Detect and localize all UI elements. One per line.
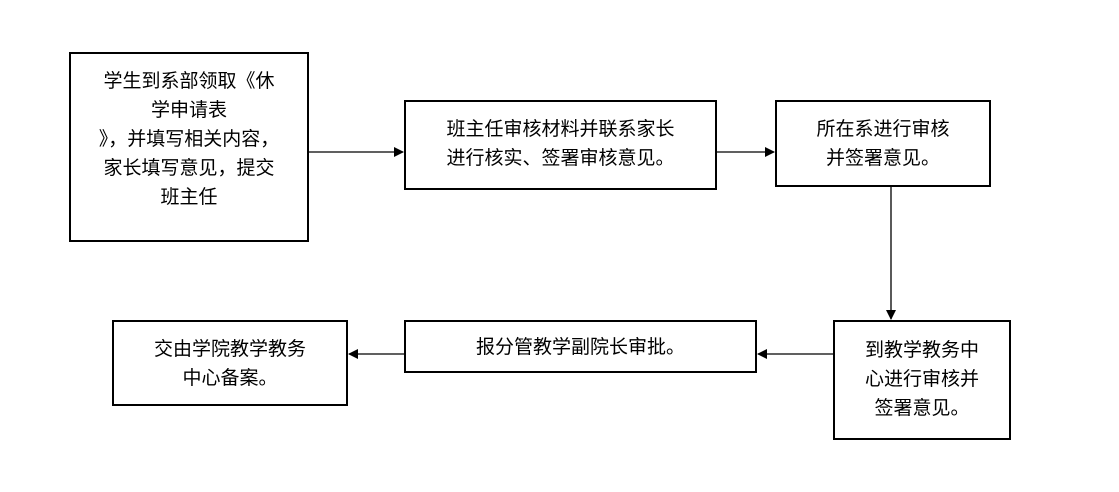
step-text-line: 学申请表: [150, 99, 227, 121]
step-text-line: 班主任审核材料并联系家长: [446, 118, 675, 140]
step-text-line: 班主任: [160, 186, 218, 208]
step-3-box: 所在系进行审核 并签署意见。: [775, 100, 991, 187]
step-text-line: 家长填写意见，提交: [103, 157, 275, 179]
step-text-line: 中心备案。: [182, 367, 278, 389]
step-2-box: 班主任审核材料并联系家长 进行核实、签署审核意见。: [404, 100, 717, 190]
step-text-line: 学生到系部领取《休: [103, 70, 275, 92]
step-text-line: 到教学教务中: [864, 339, 979, 361]
step-text-line: 》，并填写相关内容，: [98, 128, 280, 150]
step-text-line: 并签署意见。: [825, 147, 940, 169]
step-text-line: 签署意见。: [874, 397, 970, 419]
step-text-line: 报分管教学副院长审批。: [475, 336, 685, 358]
step-text-line: 交由学院教学教务: [153, 338, 306, 360]
step-5-box: 报分管教学副院长审批。: [404, 320, 757, 373]
step-text-line: 进行核实、签署审核意见。: [446, 147, 675, 169]
step-1-box: 学生到系部领取《休 学申请表 》，并填写相关内容， 家长填写意见，提交 班主任: [69, 52, 309, 242]
step-text-line: 心进行审核并: [864, 368, 979, 390]
step-6-box: 交由学院教学教务 中心备案。: [112, 320, 348, 406]
step-4-box: 到教学教务中 心进行审核并 签署意见。: [833, 320, 1011, 440]
step-text-line: 所在系进行审核: [816, 118, 950, 140]
